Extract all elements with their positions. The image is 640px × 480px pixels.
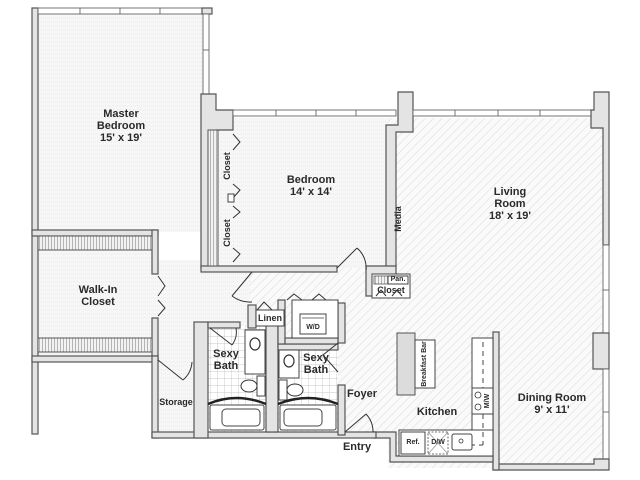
washer-dryer-label: W/D [306,324,320,331]
bath-1-name-2: Bath [213,360,239,372]
pantry-box [387,275,409,285]
bath-1-vanity [244,329,266,375]
walk-in-closet-name-2: Closet [81,296,115,308]
foyer-label: Foyer [347,388,377,400]
bath-2-sink-icon [283,354,295,368]
living-hall-door [336,247,367,271]
master-window [37,7,211,15]
bedroom-size: 14' x 14' [290,186,332,198]
burner-icon [474,391,482,399]
storage-floor [158,360,194,432]
storage-label: Storage [159,397,193,407]
walk-in-east-wall-upper [151,229,159,275]
bath-1-sink-icon [249,337,261,351]
hall-closet-label: Closet [377,285,405,295]
dishwasher-label: D/W [431,439,445,446]
master-side-window [202,13,210,95]
west-wall [31,7,39,435]
bath-2-east-wall [337,302,346,344]
bath-1-door [209,327,237,346]
bath-2-name-1: Sexy [303,352,329,364]
south-bath-wall [151,431,377,439]
walk-in-closet-label: Walk-In Closet [79,284,118,308]
bedroom-closet-doors [232,133,241,263]
linen-laundry-doors [256,293,327,311]
kitchen-partition [492,331,500,471]
bath-2-door [322,342,339,373]
master-bedroom-floor [38,14,204,232]
east-window-upper [602,244,610,334]
dining-room-name: Dining Room [517,392,587,404]
linen-closet [255,309,285,327]
master-bedroom-label: Master Bedroom 15' x 19' [97,108,145,144]
living-room-name-2: Room [494,198,526,210]
burner-icon [474,403,482,411]
bedroom-closet-upper-label: Closet [222,152,232,180]
hall-closet-doors [375,289,403,297]
bedroom-closet-lower-label: Closet [222,219,232,247]
storage-door [157,359,193,381]
breakfast-bar-counter [396,332,416,396]
bath-1-label: Sexy Bath [213,348,239,372]
breakfast-bar-label: Breakfast Bar [421,341,428,387]
bedroom-label: Bedroom 14' x 14' [287,174,335,198]
entry-label: Entry [342,441,372,453]
storage-bath-wall [193,321,209,439]
east-pillar [592,332,610,370]
walk-in-south-wall [31,355,159,363]
walk-in-closet-name-1: Walk-In [78,284,118,296]
master-bedroom-size: 15' x 19' [100,132,142,144]
dining-room-label: Dining Room 9' x 11' [518,392,586,416]
bath-2-name-2: Bath [303,364,329,376]
bath-2-toilet-icon [286,383,304,397]
refrigerator-label: Ref. [406,439,420,446]
walk-in-east-wall-lower [151,317,159,361]
bath-fixtures [207,329,339,431]
media-label: Media [393,206,403,232]
kitchen-fixtures [396,332,494,457]
bedroom-floor [216,118,388,268]
master-bedroom-name-1: Master [103,108,139,120]
bedroom-name: Bedroom [286,174,336,186]
bedroom-south-wall [200,265,338,273]
linen-label: Linen [258,313,282,323]
storage-west-wall [151,355,159,439]
walk-in-bifold-door [157,275,166,317]
refrigerator [400,431,426,455]
storage-fixtures [37,129,411,353]
living-room-label: Living Room 18' x 19' [489,186,531,222]
dining-room-size: 9' x 11' [534,404,570,416]
washer-dryer [299,313,327,335]
walk-in-shelf-top [37,235,153,251]
bath-2-label: Sexy Bath [303,352,329,376]
breakfast-bar [414,339,436,389]
walk-in-shelf-bottom [37,337,153,353]
kitchen-label: Kitchen [416,406,458,418]
living-room-window [412,109,592,117]
master-bedroom-name-2: Bedroom [96,120,146,132]
bedroom-window [232,109,397,117]
microwave-label: M/W [484,393,491,409]
northeast-pillar [590,91,610,246]
bedroom-door [231,271,253,303]
east-window-lower [602,368,610,460]
doors [157,133,403,433]
living-room-size: 18' x 19' [489,210,531,222]
bath-1-toilet-icon [240,379,258,393]
bath-1-name-1: Sexy [213,348,239,360]
master-south-wall [31,229,159,237]
pantry-label: Pan. [390,276,406,283]
living-room-name-1: Living [493,186,527,198]
bath-divider-wall [265,321,279,433]
bedroom-closet-shelf [207,129,219,267]
entry-door [344,413,374,433]
